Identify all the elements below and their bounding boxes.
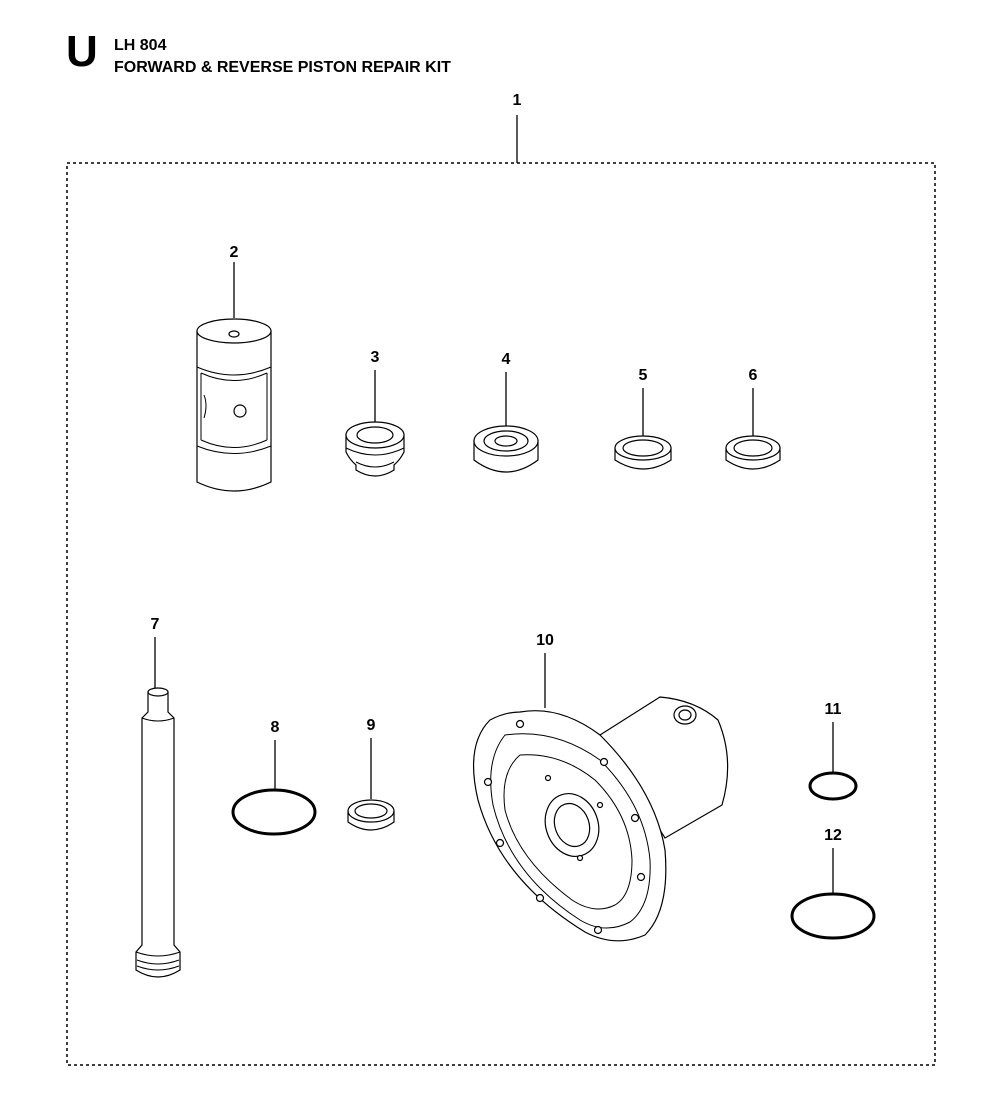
part-4-bearing bbox=[473, 372, 539, 473]
callout-6: 6 bbox=[749, 367, 758, 384]
part-3-seal bbox=[345, 370, 405, 477]
callout-8: 8 bbox=[271, 719, 280, 736]
callout-3: 3 bbox=[371, 349, 380, 366]
callout-11: 11 bbox=[825, 701, 842, 718]
callout-5: 5 bbox=[639, 367, 648, 384]
callout-10: 10 bbox=[536, 632, 554, 649]
section-letter: U bbox=[66, 27, 98, 76]
callout-1: 1 bbox=[513, 92, 522, 109]
part-5-ring bbox=[614, 388, 672, 470]
model-label: LH 804 bbox=[114, 37, 167, 54]
part-7-piston-rod bbox=[135, 637, 181, 978]
part-10-housing bbox=[473, 653, 729, 942]
part-8-o-ring bbox=[231, 740, 317, 836]
part-2-piston bbox=[196, 262, 272, 492]
part-11-ring bbox=[808, 722, 858, 801]
callout-2: 2 bbox=[230, 244, 239, 261]
kit-boundary bbox=[66, 162, 936, 1066]
part-9-ring bbox=[347, 738, 395, 831]
page-title: FORWARD & REVERSE PISTON REPAIR KIT bbox=[114, 59, 451, 76]
part-6-ring bbox=[725, 388, 781, 470]
callout-12: 12 bbox=[824, 827, 842, 844]
part-12-o-ring bbox=[790, 848, 876, 940]
callout-7: 7 bbox=[151, 616, 160, 633]
callout-9: 9 bbox=[367, 717, 376, 734]
callout-4: 4 bbox=[502, 351, 511, 368]
